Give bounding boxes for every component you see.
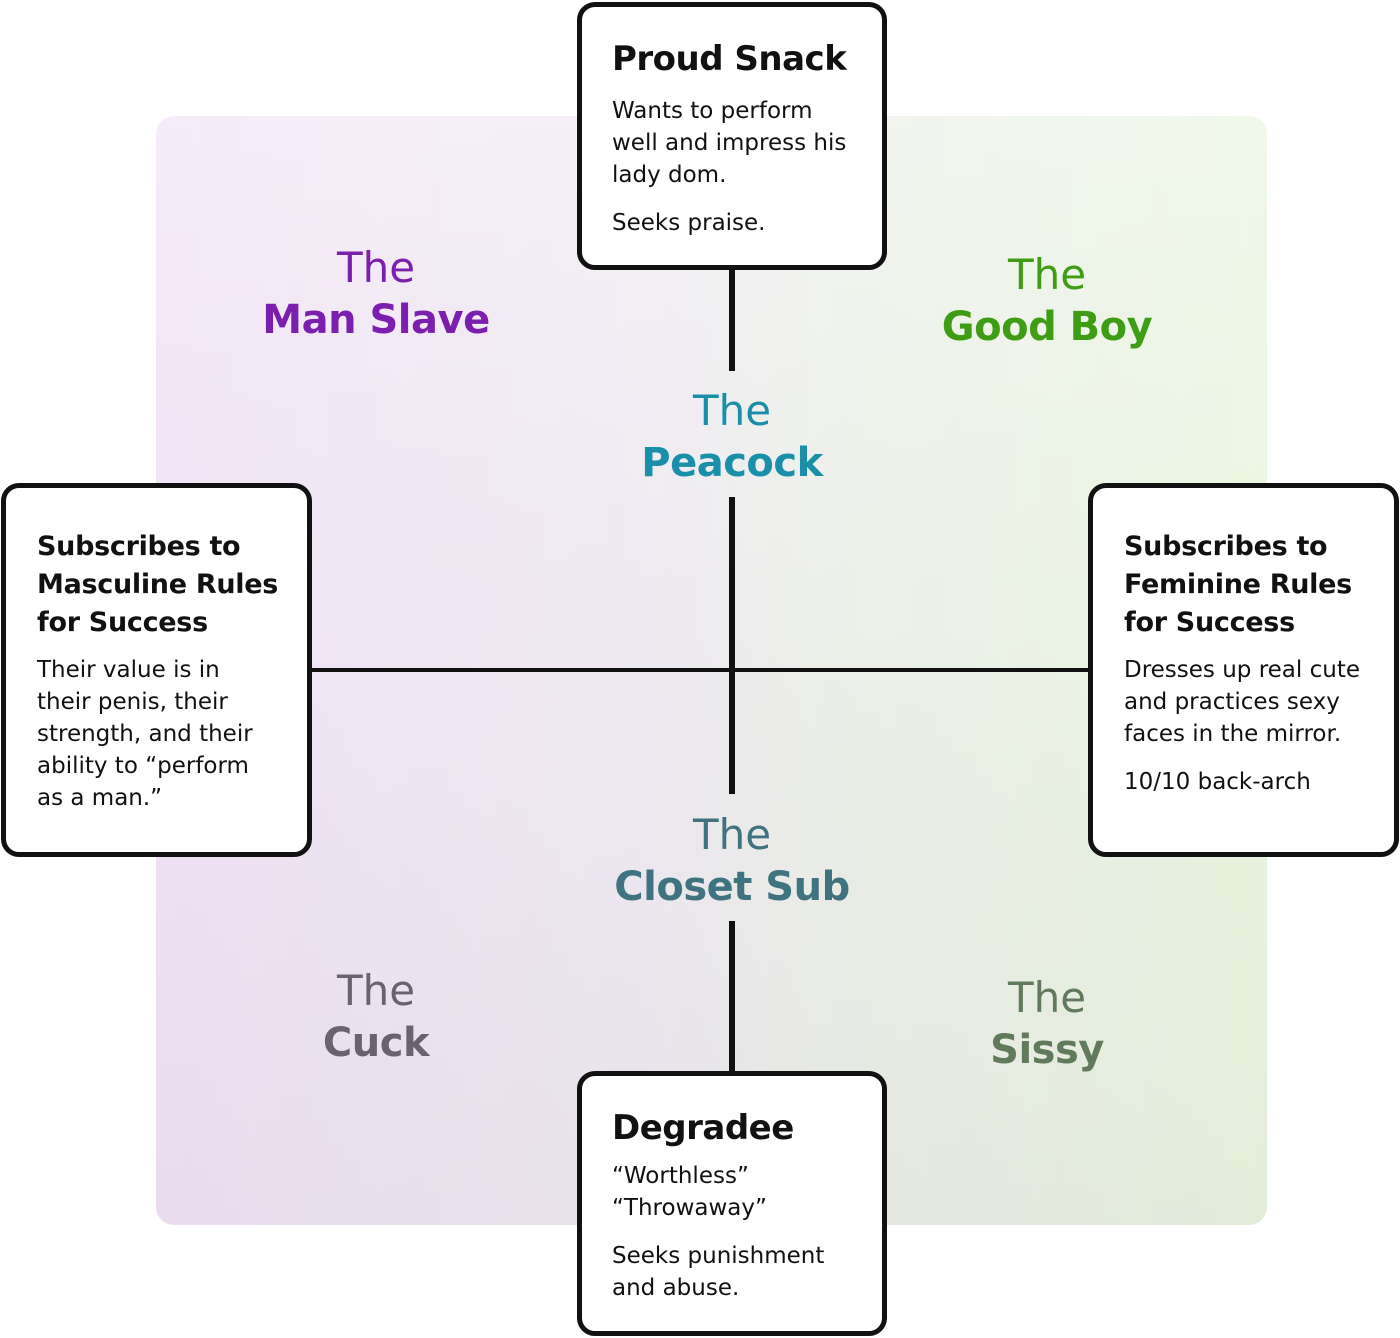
degradee-note: Seeks punishment and abuse. — [612, 1240, 862, 1304]
degradee-note-line-2: and abuse. — [612, 1275, 740, 1301]
label-sissy-name: Sissy — [990, 1027, 1104, 1073]
label-man-slave-prefix: The — [336, 243, 416, 292]
feminine-rules-description: Dresses up real cute and practices sexy … — [1124, 654, 1378, 750]
label-good-boy: The Good Boy — [877, 249, 1217, 353]
proud-snack-note: Seeks praise. — [612, 210, 766, 236]
label-sissy: The Sissy — [877, 972, 1217, 1076]
label-man-slave-name: Man Slave — [262, 297, 490, 343]
degradee-line-1: “Worthless” — [612, 1163, 749, 1189]
vertical-axis-bottom — [729, 921, 735, 1073]
feminine-rules-note: 10/10 back-arch — [1124, 769, 1311, 795]
label-man-slave: The Man Slave — [206, 242, 546, 346]
proud-snack-line-3: lady dom. — [612, 162, 727, 188]
label-cuck-name: Cuck — [322, 1020, 430, 1066]
feminine-rules-title-line-1: Subscribes to — [1124, 531, 1328, 562]
masculine-rules-title-line-1: Subscribes to — [37, 531, 241, 562]
proud-snack-box: Proud Snack Wants to perform well and im… — [577, 2, 887, 270]
label-peacock-name: Peacock — [641, 440, 823, 486]
masculine-rules-title: Subscribes to Masculine Rules for Succes… — [37, 528, 291, 642]
label-good-boy-prefix: The — [1007, 250, 1087, 299]
proud-snack-line-1: Wants to perform — [612, 98, 813, 124]
vertical-axis-top — [729, 268, 735, 371]
label-cuck-prefix: The — [336, 966, 416, 1015]
label-peacock: The Peacock — [562, 385, 902, 489]
feminine-rules-line-3: faces in the mirror. — [1124, 721, 1342, 747]
masculine-rules-description: Their value is in their penis, their str… — [37, 654, 291, 814]
masculine-rules-title-line-2: Masculine Rules — [37, 569, 278, 600]
label-sissy-prefix: The — [1007, 973, 1087, 1022]
label-good-boy-name: Good Boy — [941, 304, 1153, 350]
proud-snack-title: Proud Snack — [612, 39, 847, 79]
label-closet-sub: The Closet Sub — [562, 809, 902, 913]
degradee-note-line-1: Seeks punishment — [612, 1243, 825, 1269]
horizontal-axis — [310, 668, 1090, 672]
masculine-rules-line-3: strength, and their — [37, 721, 253, 747]
feminine-rules-line-2: and practices sexy — [1124, 689, 1340, 715]
degradee-description: “Worthless” “Throwaway” — [612, 1160, 862, 1224]
masculine-rules-title-line-3: for Success — [37, 607, 208, 638]
feminine-rules-title-line-2: Feminine Rules — [1124, 569, 1352, 600]
proud-snack-description: Wants to perform well and impress his la… — [612, 95, 862, 191]
masculine-rules-line-4: ability to “perform — [37, 753, 249, 779]
feminine-rules-title: Subscribes to Feminine Rules for Success — [1124, 528, 1378, 642]
masculine-rules-line-1: Their value is in — [37, 657, 220, 683]
degradee-title: Degradee — [612, 1108, 794, 1148]
feminine-rules-box: Subscribes to Feminine Rules for Success… — [1088, 483, 1399, 857]
feminine-rules-line-1: Dresses up real cute — [1124, 657, 1360, 683]
masculine-rules-line-2: their penis, their — [37, 689, 228, 715]
vertical-axis-middle — [729, 497, 735, 794]
label-peacock-prefix: The — [692, 386, 772, 435]
label-closet-sub-name: Closet Sub — [614, 864, 850, 910]
masculine-rules-line-5: as a man.” — [37, 785, 163, 811]
proud-snack-line-2: well and impress his — [612, 130, 847, 156]
masculine-rules-box: Subscribes to Masculine Rules for Succes… — [1, 483, 312, 857]
degradee-line-2: “Throwaway” — [612, 1195, 767, 1221]
degradee-box: Degradee “Worthless” “Throwaway” Seeks p… — [577, 1071, 887, 1336]
label-cuck: The Cuck — [206, 965, 546, 1069]
feminine-rules-title-line-3: for Success — [1124, 607, 1295, 638]
label-closet-sub-prefix: The — [692, 810, 772, 859]
